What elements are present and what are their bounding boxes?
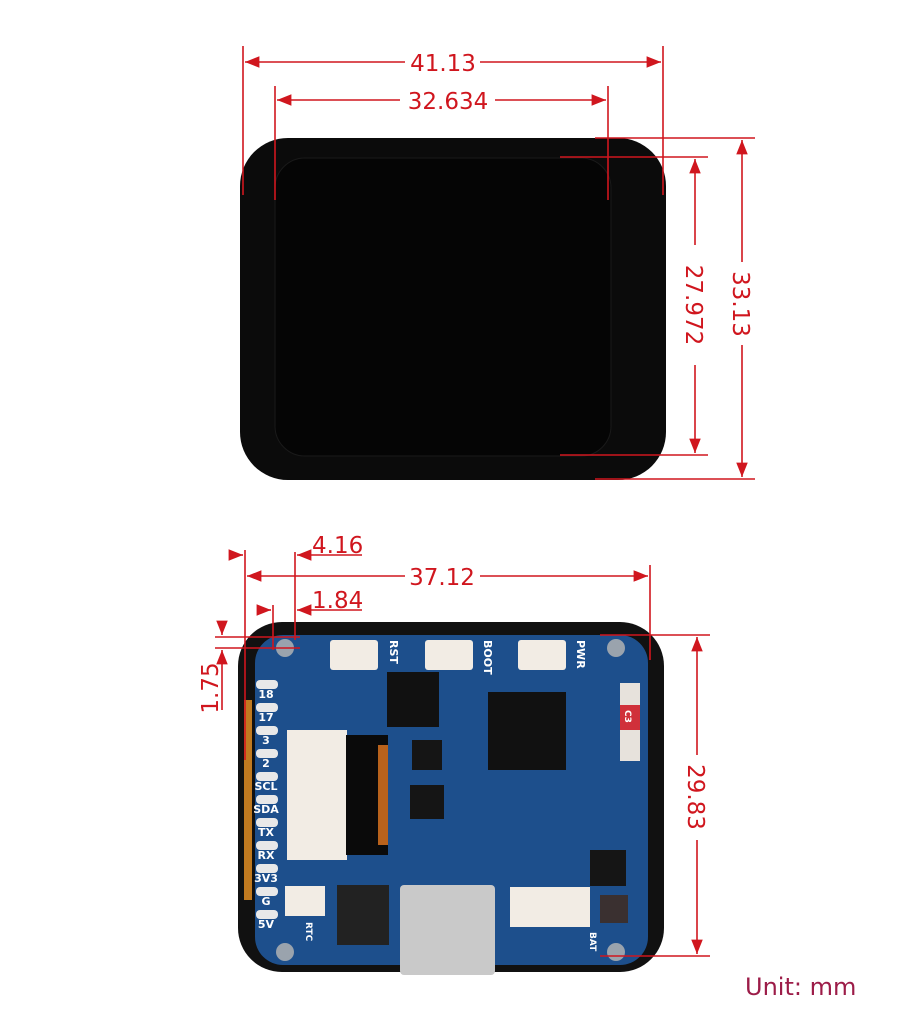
pin-label: 18	[258, 688, 273, 701]
rtc-connector	[285, 886, 325, 916]
screen-height-label: 27.972	[680, 265, 706, 345]
screen-width-label: 32.634	[408, 89, 488, 115]
fpc-connector	[287, 730, 347, 860]
pin-label: 3V3	[254, 872, 278, 885]
outer-offset-label: 4.16	[312, 533, 363, 559]
display-front-view	[240, 138, 666, 480]
battery-connector	[510, 887, 590, 927]
board-back-view	[238, 622, 664, 975]
bat-label: BAT	[587, 932, 597, 952]
display-screen	[274, 157, 612, 457]
board-width-label: 37.12	[409, 565, 475, 591]
overall-width-label: 41.13	[410, 51, 476, 77]
board-dimension-lines	[215, 549, 710, 957]
flash-chip	[387, 672, 439, 727]
rst-button	[330, 640, 378, 670]
display-dimension-lines	[242, 46, 755, 480]
top-offset-label: 1.75	[198, 662, 224, 713]
pin-label: 3	[262, 734, 270, 747]
rtc-label: RTC	[303, 922, 313, 942]
overall-height-label: 33.13	[727, 271, 753, 337]
unit-label: Unit: mm	[745, 973, 857, 1001]
inner-offset-label: 1.84	[312, 588, 363, 614]
pin-labels: 18 17 3 2 SCL SDA TX RX 3V3 G 5V RST BOO…	[253, 640, 632, 952]
buzzer	[337, 885, 389, 945]
pin-label: 17	[258, 711, 273, 724]
pwr-label: PWR	[574, 640, 587, 669]
pin-label: G	[261, 895, 270, 908]
rst-label: RST	[387, 640, 400, 664]
boot-label: BOOT	[481, 640, 494, 675]
mcu-chip	[488, 692, 566, 770]
flex-cable	[244, 700, 252, 900]
usb-c-port	[400, 885, 495, 975]
pin-label: 5V	[258, 918, 275, 931]
c3-label: C3	[622, 710, 632, 723]
pin-label: TX	[258, 826, 275, 839]
boot-button	[425, 640, 473, 670]
pin-label: RX	[258, 849, 275, 862]
pin-label: SDA	[253, 803, 279, 816]
pwr-button	[518, 640, 566, 670]
pin-label: SCL	[254, 780, 277, 793]
board-height-label: 29.83	[682, 764, 708, 830]
pin-label: 2	[262, 757, 270, 770]
